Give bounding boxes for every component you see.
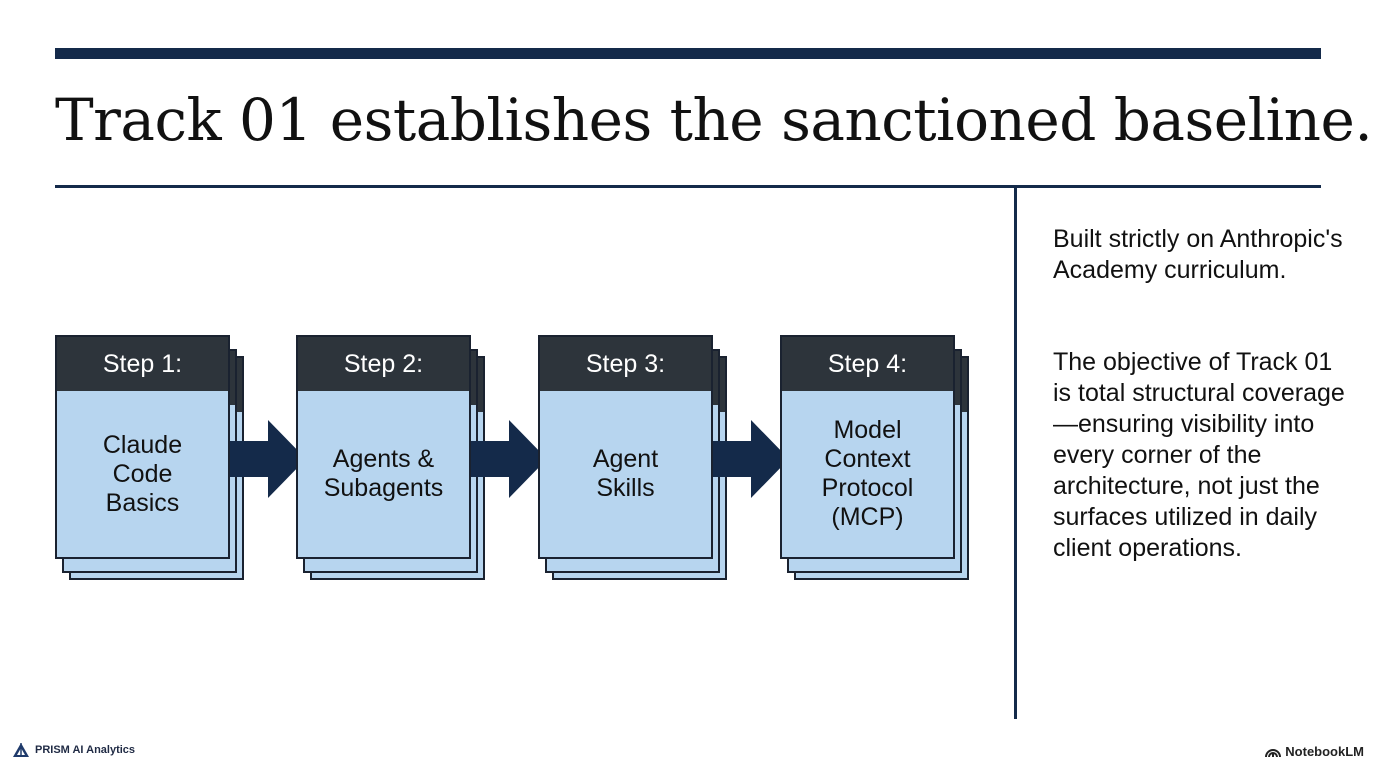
footer-product: NotebookLM bbox=[1265, 744, 1364, 759]
card-front: Step 2: Agents & Subagents bbox=[296, 335, 471, 559]
card-front: Step 1: Claude Code Basics bbox=[55, 335, 230, 559]
step-1-title: Claude Code Basics bbox=[102, 430, 183, 517]
arrow-right-icon bbox=[230, 420, 306, 498]
side-paragraph-1: Built strictly on Anthropic's Academy cu… bbox=[1053, 225, 1343, 284]
step-3-card: Step 3: Agent Skills bbox=[538, 335, 728, 582]
triangle-logo-icon bbox=[13, 743, 29, 757]
column-divider bbox=[1014, 188, 1017, 719]
arrow-right-icon bbox=[471, 420, 547, 498]
step-2-title: Agents & Subagents bbox=[323, 445, 444, 502]
step-1-label: Step 1: bbox=[57, 337, 228, 391]
step-2-card: Step 2: Agents & Subagents bbox=[296, 335, 486, 582]
card-front: Step 3: Agent Skills bbox=[538, 335, 713, 559]
notebooklm-logo-icon bbox=[1265, 748, 1282, 757]
slide-title: Track 01 establishes the sanctioned base… bbox=[55, 86, 1373, 154]
step-4-label: Step 4: bbox=[782, 337, 953, 391]
step-4-title: Model Context Protocol (MCP) bbox=[821, 416, 914, 531]
arrow-right-icon bbox=[713, 420, 789, 498]
step-2-label: Step 2: bbox=[298, 337, 469, 391]
top-rule bbox=[55, 48, 1321, 59]
step-4-card: Step 4: Model Context Protocol (MCP) bbox=[780, 335, 970, 582]
step-1-card: Step 1: Claude Code Basics bbox=[55, 335, 245, 582]
card-front: Step 4: Model Context Protocol (MCP) bbox=[780, 335, 955, 559]
step-3-title: Agent Skills bbox=[592, 445, 659, 502]
side-paragraph-2: The objective of Track 01 is total struc… bbox=[1053, 348, 1345, 562]
brand-name: PRISM AI Analytics bbox=[35, 744, 136, 756]
title-rule bbox=[55, 185, 1321, 188]
footer-brand: PRISM AI Analytics bbox=[12, 742, 135, 758]
step-3-label: Step 3: bbox=[540, 337, 711, 391]
product-name: NotebookLM bbox=[1285, 744, 1364, 759]
